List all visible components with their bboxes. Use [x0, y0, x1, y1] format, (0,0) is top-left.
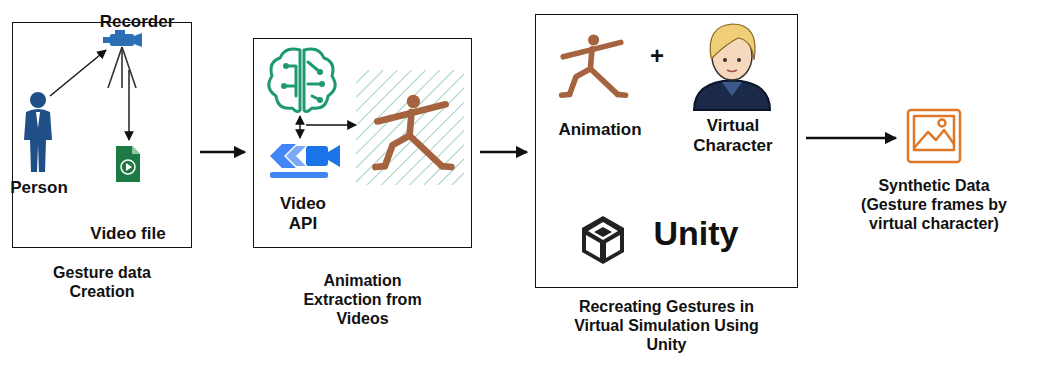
camera-icon: [108, 47, 122, 88]
animation-figure: [375, 95, 451, 167]
stage-caption: Synthetic Data (Gesture frames by virtua…: [847, 176, 1022, 234]
camera-icon: [108, 47, 136, 88]
neural-nodes: [283, 63, 289, 69]
stage-box: Animation Extraction from Videos: [253, 38, 472, 248]
stage-box: Gesture data Creation: [12, 22, 192, 248]
icon-label: +: [644, 42, 670, 70]
video-api-icon: [286, 146, 306, 166]
image-icon: [908, 110, 960, 162]
output-icon-box: Synthetic Data (Gesture frames by virtua…: [904, 106, 964, 166]
video-file-icon: [121, 160, 135, 174]
stage-caption: Recreating Gestures in Virtual Simulatio…: [559, 297, 774, 355]
image-icon: [939, 120, 946, 127]
virtual-character-icon: [727, 70, 737, 72]
neural-icon: [269, 49, 300, 112]
virtual-character-icon: [722, 82, 742, 96]
flow-arrow: [480, 151, 527, 154]
icon-label: Person: [6, 178, 72, 198]
virtual-character-icon: [694, 80, 770, 110]
unity-logo: [582, 216, 624, 264]
virtual-character-icon: [694, 24, 770, 110]
leader-arrow: [128, 70, 129, 140]
hatched-ground: [356, 70, 464, 185]
unity-logo: [588, 222, 618, 240]
virtual-character-icon: [710, 24, 755, 60]
video-api-icon: [270, 172, 328, 178]
icon-label: Virtual Character: [676, 116, 790, 155]
neural-icon: [284, 66, 296, 96]
icon-label: Video API: [268, 194, 338, 233]
unity-logo: [594, 227, 612, 237]
camera-icon: [103, 37, 110, 43]
flow-arrow: [806, 137, 896, 140]
stage-caption: Gesture data Creation: [37, 263, 167, 301]
leader-arrow: [50, 50, 106, 96]
neural-nodes: [319, 81, 325, 87]
person-icon: [36, 112, 40, 128]
camera-icon: [134, 33, 142, 47]
camera-icon: [103, 30, 142, 88]
video-api-icon: [306, 146, 328, 166]
double-arrow: [299, 116, 300, 138]
stage-caption-group: Gesture data Creation: [37, 263, 167, 301]
animation-figure: [562, 34, 626, 95]
neural-nodes: [281, 83, 287, 89]
camera-icon: [110, 34, 134, 46]
flow-arrow: [200, 151, 245, 154]
icon-label: Unity: [626, 214, 766, 253]
neural-icon: [304, 49, 335, 112]
unity-logo: [606, 235, 620, 258]
virtual-character-icon: [737, 58, 741, 62]
person-icon: [30, 92, 46, 108]
neural-nodes: [317, 69, 323, 75]
image-icon: [908, 110, 960, 162]
video-api-icon: [270, 144, 340, 178]
image-icon: [914, 130, 954, 148]
video-file-icon: [132, 146, 140, 154]
neural-icon: [308, 62, 322, 100]
neural-icon: [269, 49, 335, 112]
person-icon: [24, 109, 52, 172]
camera-icon: [121, 47, 123, 88]
leader-arrow: [306, 124, 356, 125]
video-file-icon: [116, 146, 140, 182]
icon-label: Recorder: [92, 12, 182, 32]
stage-caption-group: Synthetic Data (Gesture frames by virtua…: [847, 176, 1022, 234]
video-api-icon: [328, 145, 340, 167]
unity-logo: [586, 235, 600, 258]
unity-logo: [582, 216, 624, 264]
neural-nodes: [281, 63, 325, 103]
neural-nodes: [317, 97, 323, 103]
stage-caption-group: Recreating Gestures in Virtual Simulatio…: [559, 297, 774, 355]
stage-caption: Animation Extraction from Videos: [293, 271, 433, 329]
icon-label: Animation: [548, 120, 652, 140]
video-file-icon: [126, 163, 132, 171]
image-icon: [914, 116, 954, 150]
person-icon: [24, 92, 52, 172]
virtual-character-icon: [723, 58, 727, 62]
stage-caption-group: Animation Extraction from Videos: [293, 271, 433, 329]
video-file-icon: [116, 146, 140, 182]
icon-label: Video file: [76, 224, 180, 244]
